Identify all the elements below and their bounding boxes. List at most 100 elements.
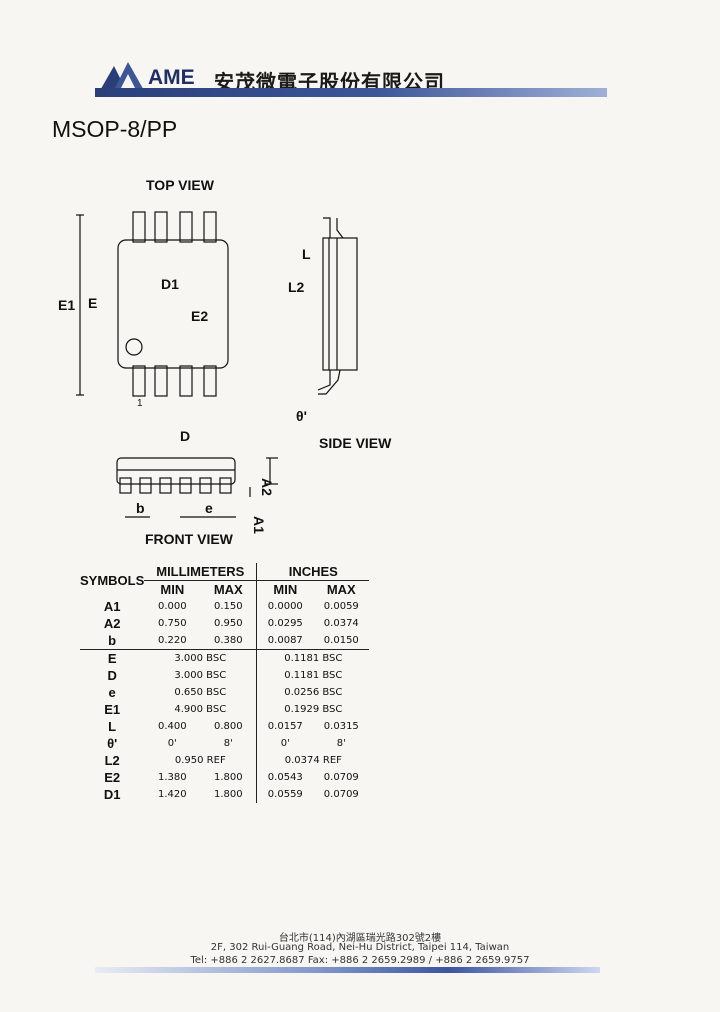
cell-in-max: 0.0315	[323, 721, 359, 732]
package-drawing	[76, 211, 358, 518]
cell-mm-max: 8'	[200, 735, 258, 752]
cell-sym: e	[108, 685, 116, 700]
cell-in-min: 0.0087	[267, 635, 303, 646]
cell-in-max: 0.0059	[323, 601, 359, 612]
cell-in-min: 0.0157	[267, 721, 303, 732]
cell-in-max: 0.0709	[323, 772, 359, 783]
cell-mm-min: 0'	[167, 738, 177, 749]
table-row: E 3.000 BSC 0.1181 BSC	[80, 649, 370, 667]
cell-mm-max: 0.950	[200, 615, 258, 632]
table-row: b 0.220 0.380 0.0087 0.0150	[80, 632, 369, 650]
table-row: D1 1.420 1.800 0.0559 0.0709	[80, 786, 369, 803]
cell-sym: E	[107, 651, 117, 666]
dimension-table: SYMBOLS MILLIMETERS INCHES MIN MAX MIN M…	[80, 563, 370, 803]
label-d: D	[180, 428, 191, 444]
side-view-label: SIDE VIEW	[319, 435, 392, 451]
label-l: L	[302, 246, 311, 262]
table-row: θ' 0' 8' 0' 8'	[80, 735, 369, 752]
footer-contact: Tel: +886 2 2627.8687 Fax: +886 2 2659.2…	[190, 955, 530, 966]
cell-mm-bsc: 0.650 BSC	[144, 684, 258, 701]
cell-sym: D	[107, 668, 117, 683]
mm-min-header: MIN	[160, 582, 185, 597]
cell-mm-max: 0.150	[200, 598, 258, 615]
top-view-drawing	[76, 211, 229, 397]
cell-mm-bsc: 0.950 REF	[144, 752, 258, 769]
label-a2: A2	[259, 478, 275, 496]
cell-mm-min: 0.400	[157, 721, 187, 732]
label-e1: E1	[58, 297, 76, 313]
cell-sym: E1	[104, 702, 121, 717]
header-bar	[95, 88, 607, 97]
in-max-header: MAX	[326, 582, 356, 597]
cell-mm-min: 1.380	[157, 772, 187, 783]
footer-address-en: 2F, 302 Rui-Guang Road, Nei-Hu District,…	[210, 942, 510, 953]
label-e: E	[88, 295, 98, 311]
table-row: E2 1.380 1.800 0.0543 0.0709	[80, 769, 369, 786]
footer-address-cn: 台北市(114)內湖區瑞光路302號2樓	[278, 933, 442, 944]
cell-in-max: 0.0709	[323, 789, 359, 800]
cell-mm-max: 0.380	[200, 632, 258, 650]
cell-sym: θ'	[107, 736, 118, 751]
label-b: b	[136, 500, 145, 516]
cell-mm-bsc: 3.000 BSC	[144, 667, 258, 684]
cell-sym: L	[108, 719, 117, 734]
cell-mm-bsc: 3.000 BSC	[144, 649, 258, 667]
cell-in-max: 8'	[336, 738, 346, 749]
table-row: D 3.000 BSC 0.1181 BSC	[80, 667, 369, 684]
cell-mm-bsc: 4.900 BSC	[144, 701, 258, 718]
cell-sym: D1	[103, 787, 121, 802]
cell-sym: E2	[104, 770, 121, 785]
table-row: A1 0.000 0.150 0.0000 0.0059	[80, 598, 369, 615]
label-pitch-e: e	[205, 500, 213, 516]
front-view-drawing	[116, 457, 278, 518]
cell-in-min: 0.0000	[267, 601, 303, 612]
cell-in-min: 0.0295	[267, 618, 303, 629]
top-view-label: TOP VIEW	[146, 177, 214, 193]
cell-mm-min: 0.220	[157, 635, 187, 646]
footer-bar	[95, 967, 600, 973]
mm-max-header: MAX	[200, 580, 258, 598]
label-a1: A1	[251, 516, 267, 534]
label-e2: E2	[191, 308, 209, 324]
label-d1: D1	[161, 276, 179, 292]
label-l2: L2	[288, 279, 305, 295]
cell-in-bsc: 0.0374 REF	[284, 755, 342, 766]
table-row: L2 0.950 REF 0.0374 REF	[80, 752, 369, 769]
package-title: MSOP-8/PP	[52, 116, 178, 142]
table-row: e 0.650 BSC 0.0256 BSC	[80, 684, 369, 701]
cell-in-min: 0.0543	[267, 772, 303, 783]
table-row: A2 0.750 0.950 0.0295 0.0374	[80, 615, 369, 632]
table-row: E1 4.900 BSC 0.1929 BSC	[80, 701, 369, 718]
cell-mm-max: 1.800	[200, 769, 258, 786]
cell-mm-min: 1.420	[157, 789, 187, 800]
cell-mm-min: 0.750	[157, 618, 187, 629]
brand-name: AME	[148, 66, 195, 89]
cell-sym: A2	[103, 616, 121, 631]
cell-in-bsc: 0.1181 BSC	[284, 670, 343, 681]
mm-header: MILLIMETERS	[144, 563, 258, 581]
cell-in-bsc: 0.0256 BSC	[284, 687, 343, 698]
table-row: L 0.400 0.800 0.0157 0.0315	[80, 718, 369, 735]
cell-mm-min: 0.000	[157, 601, 187, 612]
cell-sym: A1	[103, 599, 121, 614]
cell-mm-max: 1.800	[200, 786, 258, 803]
side-view-drawing	[317, 217, 358, 395]
table-header-row: SYMBOLS MILLIMETERS INCHES	[80, 563, 370, 588]
inches-header: INCHES	[256, 563, 370, 581]
cell-in-bsc: 0.1181 BSC	[284, 653, 343, 664]
cell-mm-max: 0.800	[200, 718, 258, 735]
cell-in-max: 0.0374	[323, 618, 359, 629]
table-subheader-row: MIN MAX MIN MAX	[80, 580, 369, 598]
front-view-label: FRONT VIEW	[145, 531, 233, 547]
cell-in-bsc: 0.1929 BSC	[284, 704, 343, 715]
in-min-header: MIN	[273, 582, 298, 597]
cell-sym: b	[108, 633, 117, 648]
cell-in-max: 0.0150	[323, 635, 359, 646]
cell-in-min: 0'	[280, 738, 290, 749]
label-pin1: 1	[137, 398, 143, 409]
cell-in-min: 0.0559	[267, 789, 303, 800]
cell-sym: L2	[104, 753, 120, 768]
label-theta: θ'	[296, 408, 307, 424]
symbols-header: SYMBOLS	[80, 573, 145, 588]
